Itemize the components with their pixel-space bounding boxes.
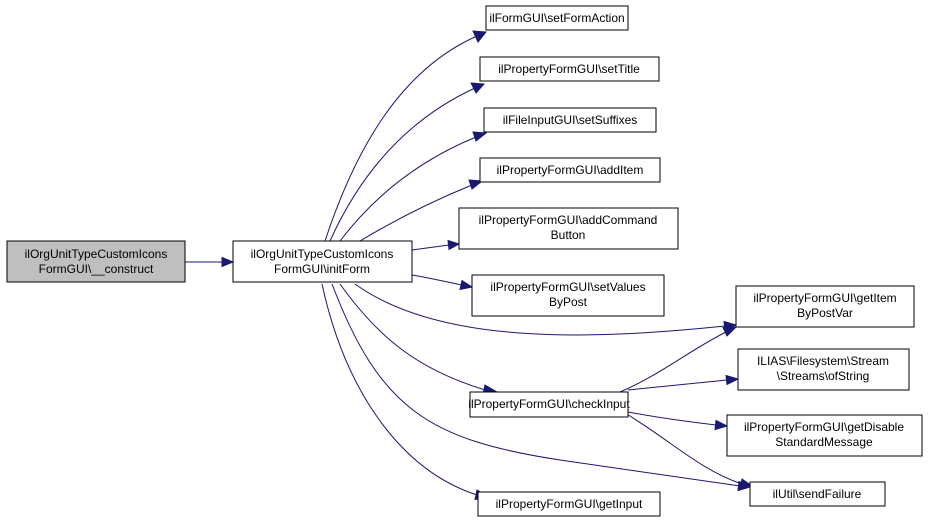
node-initform[interactable]: ilOrgUnitTypeCustomIcons FormGUI\initFor… <box>232 240 413 283</box>
edge-checkinput-to-ofstring <box>627 374 740 391</box>
node-setsuffixes-label: ilFileInputGUI\setSuffixes <box>503 113 638 127</box>
edge-initform-to-setformaction <box>324 30 487 242</box>
node-additem-label: ilPropertyFormGUI\addItem <box>497 163 644 177</box>
node-ofstring-line1: ILIAS\Filesystem\Stream <box>757 354 889 368</box>
node-getdisablestandardmessage[interactable]: ilPropertyFormGUI\getDisable StandardMes… <box>726 414 923 457</box>
node-getdisablestandardmessage-line2: StandardMessage <box>775 435 873 449</box>
node-checkinput[interactable]: ilPropertyFormGUI\checkInput <box>468 391 630 418</box>
node-addcommandbutton[interactable]: ilPropertyFormGUI\addCommand Button <box>458 207 679 250</box>
node-sendfailure-label: ilUtil\sendFailure <box>773 487 862 501</box>
node-checkinput-label: ilPropertyFormGUI\checkInput <box>468 397 630 411</box>
node-setvaluesbypost-line1: ilPropertyFormGUI\setValues <box>490 280 645 294</box>
node-getdisablestandardmessage-line1: ilPropertyFormGUI\getDisable <box>744 420 904 434</box>
edge-initform-to-setvaluesbypost <box>411 274 474 291</box>
node-ofstring-line2: \Streams\ofString <box>777 369 870 383</box>
node-construct[interactable]: ilOrgUnitTypeCustomIcons FormGUI\__const… <box>6 240 186 283</box>
node-getitembypostvar-line2: ByPostVar <box>797 306 853 320</box>
edge-initform-to-additem <box>359 179 484 242</box>
node-setformaction-label: ilFormGUI\setFormAction <box>489 11 624 25</box>
node-construct-line1: ilOrgUnitTypeCustomIcons <box>25 247 168 261</box>
node-setvaluesbypost-line2: ByPost <box>549 295 588 309</box>
node-setformaction[interactable]: ilFormGUI\setFormAction <box>485 5 629 31</box>
edge-initform-to-getinput <box>321 283 491 501</box>
node-initform-line2: FormGUI\initForm <box>274 262 370 276</box>
node-setsuffixes[interactable]: ilFileInputGUI\setSuffixes <box>483 107 657 133</box>
node-ofstring[interactable]: ILIAS\Filesystem\Stream \Streams\ofStrin… <box>737 348 910 391</box>
edge-checkinput-to-sendfailure <box>624 412 754 490</box>
edge-initform-to-addcommandbutton <box>411 239 461 251</box>
edge-checkinput-to-getitembypostvar <box>619 326 738 393</box>
node-construct-line2: FormGUI\__construct <box>39 262 154 276</box>
node-getitembypostvar[interactable]: ilPropertyFormGUI\getItem ByPostVar <box>735 285 915 328</box>
node-settitle[interactable]: ilPropertyFormGUI\setTitle <box>479 56 660 82</box>
node-getitembypostvar-line1: ilPropertyFormGUI\getItem <box>753 291 896 305</box>
node-settitle-label: ilPropertyFormGUI\setTitle <box>498 62 640 76</box>
node-initform-line1: ilOrgUnitTypeCustomIcons <box>251 247 394 261</box>
edge-construct-to-initform <box>185 256 235 268</box>
node-additem[interactable]: ilPropertyFormGUI\addItem <box>479 157 661 183</box>
node-sendfailure[interactable]: ilUtil\sendFailure <box>749 481 886 507</box>
node-getinput-label: ilPropertyFormGUI\getInput <box>496 497 643 511</box>
node-setvaluesbypost[interactable]: ilPropertyFormGUI\setValues ByPost <box>471 274 665 317</box>
edge-initform-to-setsuffixes <box>339 131 488 242</box>
edge-initform-to-settitle <box>329 82 486 242</box>
node-addcommandbutton-line2: Button <box>551 228 586 242</box>
edge-checkinput-to-getdisablestandardmessage <box>627 411 729 431</box>
node-addcommandbutton-line1: ilPropertyFormGUI\addCommand <box>479 213 658 227</box>
node-getinput[interactable]: ilPropertyFormGUI\getInput <box>477 491 661 517</box>
